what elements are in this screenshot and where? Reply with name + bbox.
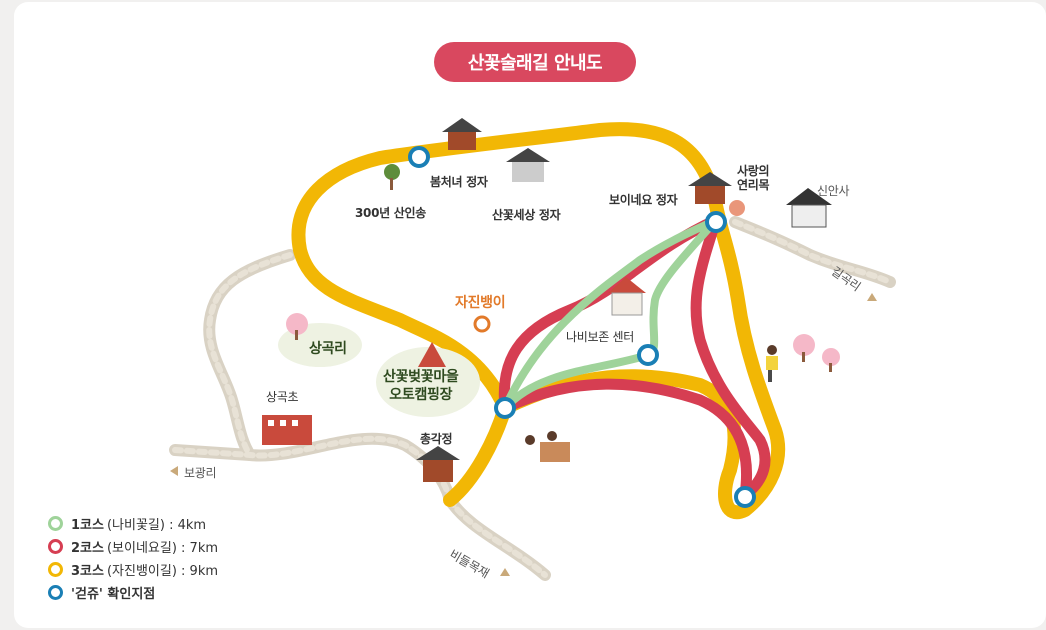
house-icon — [608, 277, 646, 316]
label-school: 상곡초 — [266, 390, 299, 404]
map-title: 산꽃술래길 안내도 — [434, 42, 636, 82]
label-bomcheo: 봄처녀 정자 — [430, 175, 488, 189]
label-butterfly: 나비보존 센터 — [566, 330, 634, 344]
pine-tree-icon — [384, 164, 400, 190]
label-boine: 보이네요 정자 — [609, 193, 678, 207]
label-bogwang: 보광리 — [184, 466, 217, 480]
arrow-up-icon — [500, 568, 510, 576]
arrow-up-icon — [867, 293, 877, 301]
direction-arrows — [170, 293, 877, 576]
legend: 1코스 (나비꽃길) : 4km 2코스 (보이네요길) : 7km 3코스 (… — [48, 512, 218, 604]
label-camping: 산꽃벚꽃마을 오토캠핑장 — [383, 369, 459, 403]
picnic-icon — [525, 431, 570, 462]
jajin-marker[interactable] — [473, 315, 491, 333]
label-love-tree: 사랑의 연리목 — [737, 164, 770, 192]
legend-course2: 2코스 (보이네요길) : 7km — [48, 535, 218, 558]
checkpoint-boine[interactable] — [705, 211, 727, 233]
hiker-icon — [766, 345, 778, 382]
label-pine: 300년 산인송 — [355, 206, 426, 220]
camping-area — [376, 347, 480, 417]
checkpoint-camping[interactable] — [494, 397, 516, 419]
checkpoint-bomcheo[interactable] — [408, 146, 430, 168]
label-sankkot: 산꽃세상 정자 — [492, 208, 561, 222]
pavilion-icon — [416, 118, 732, 482]
checkpoint-butterfly[interactable] — [637, 344, 659, 366]
course3-dot-icon — [48, 562, 63, 577]
label-sinansa: 신안사 — [817, 184, 850, 198]
map-card — [14, 2, 1046, 628]
checkpoint-south[interactable] — [734, 486, 756, 508]
course1-dot-icon — [48, 516, 63, 531]
legend-course3: 3코스 (자진뱅이길) : 9km — [48, 558, 218, 581]
checkpoint-dot-icon — [48, 585, 63, 600]
checkpoints — [408, 146, 756, 508]
legend-checkpoint: '걷쥬' 확인지점 — [48, 581, 218, 604]
school-icon — [262, 415, 312, 445]
legend-course1: 1코스 (나비꽃길) : 4km — [48, 512, 218, 535]
course2-dot-icon — [48, 539, 63, 554]
arrow-left-icon — [170, 466, 178, 476]
course1-path — [501, 216, 720, 412]
label-sanggok: 상곡리 — [309, 341, 347, 357]
cherry-tree-icon — [286, 200, 840, 372]
temple-icon — [786, 188, 832, 228]
tent-icon — [418, 342, 446, 367]
label-chonggak: 총각정 — [420, 432, 453, 446]
label-jajin: 자진뱅이 — [455, 295, 506, 311]
